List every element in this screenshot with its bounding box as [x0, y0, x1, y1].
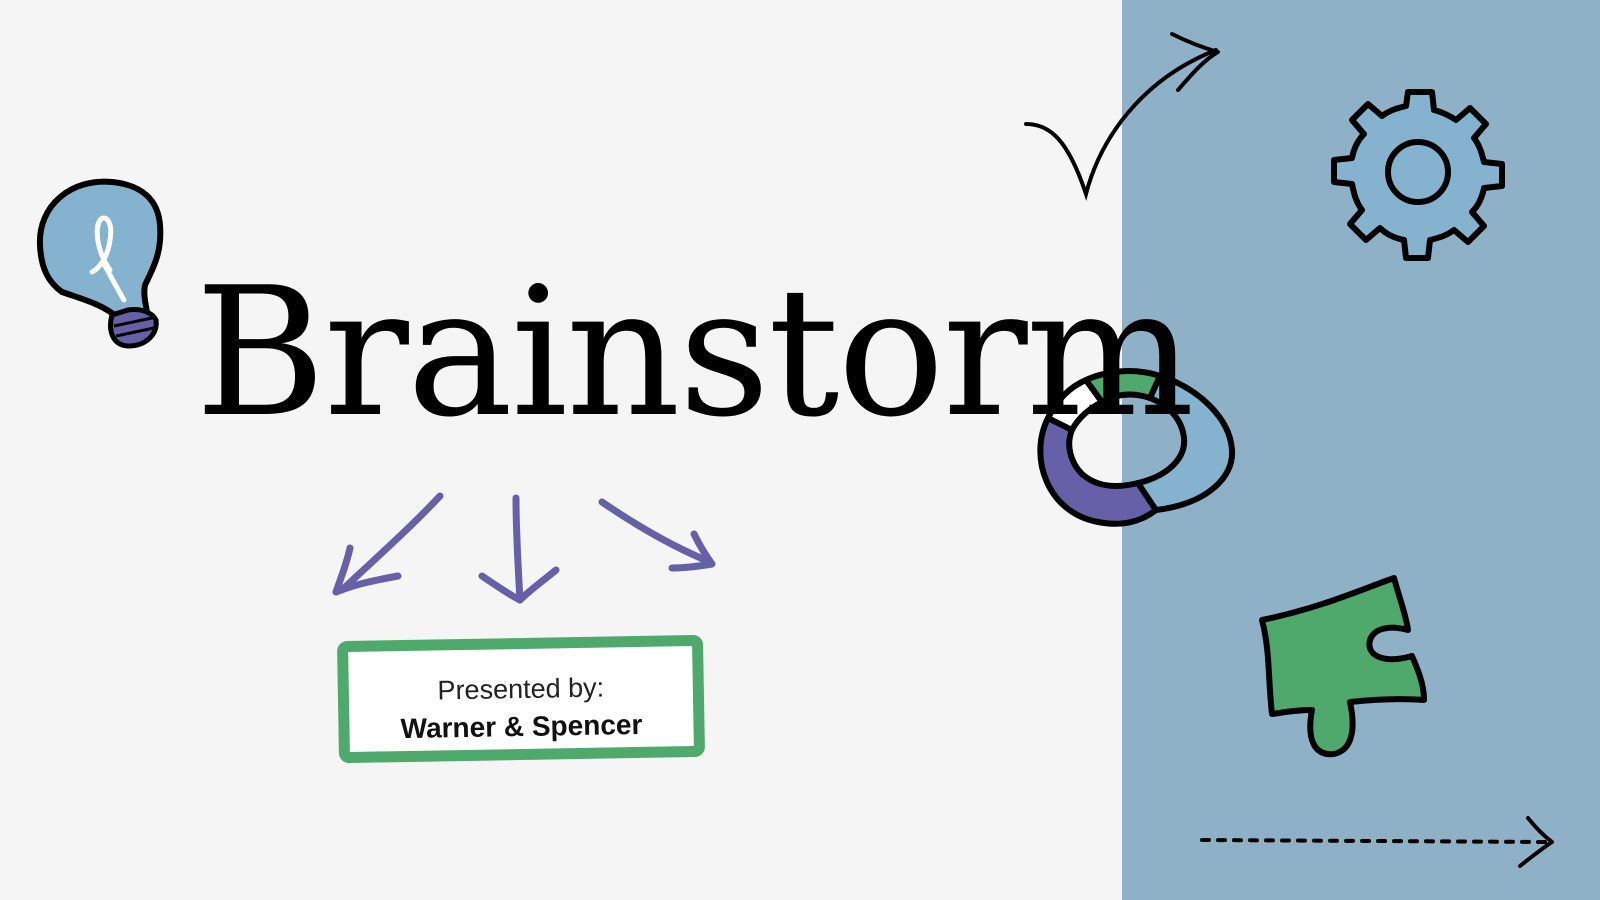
donut-chart-icon [1037, 368, 1236, 527]
lightbulb-icon [36, 178, 164, 349]
presenter-name: Warner & Spencer [400, 708, 643, 745]
gear-icon [1331, 89, 1505, 261]
down-arrow-icon [478, 494, 560, 604]
down-left-arrow-icon [332, 492, 444, 596]
down-right-arrow-icon [598, 498, 716, 572]
checkmark-arrow-icon [1024, 32, 1220, 202]
puzzle-piece-icon [1259, 575, 1427, 758]
dotted-arrow-icon [1200, 816, 1554, 868]
presenter-label: Presented by: [437, 672, 605, 706]
presenter-box: Presented by: Warner & Spencer [336, 634, 706, 764]
slide-title: Brainstorm [195, 249, 1195, 456]
